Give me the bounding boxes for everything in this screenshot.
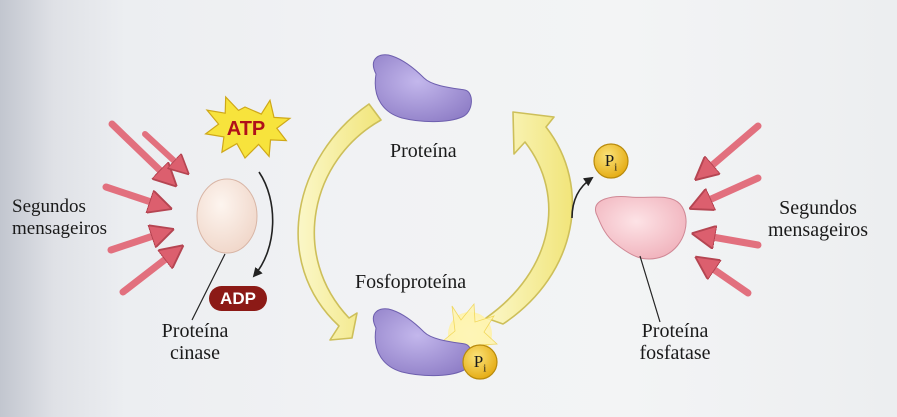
protein-shape [373,55,471,122]
second-messenger-arrow [703,262,748,293]
phosphate-symbol: P [605,151,614,170]
adp-label: ADP [209,286,267,311]
label-line: Segundos [12,196,107,218]
second-messenger-arrow [698,178,758,205]
second-messenger-arrow [701,235,758,245]
label-line: Proteína [140,320,250,342]
protein-kinase-label: Proteína cinase [140,320,250,364]
second-messenger-arrow [106,187,163,206]
second-messengers-left-label: Segundos mensageiros [12,196,107,240]
phosphatase-leader [640,256,660,322]
phosphate-symbol: P [474,352,483,371]
protein-label: Proteína [390,140,457,162]
atp-label: ATP [218,117,274,141]
second-messenger-arrow [123,251,176,292]
second-messenger-arrows-right [698,126,758,293]
phosphoprotein-label: Fosfoproteína [355,271,466,293]
phosphorylation-arrow [298,104,381,340]
second-messengers-right-label: Segundos mensageiros [768,197,868,241]
label-line: Proteína [620,320,730,342]
pi-release-arrow [572,178,592,218]
phosphate-bound-label: Pi [463,350,497,380]
label-line: mensageiros [768,219,868,241]
phosphate-free-label: Pi [594,149,628,179]
label-line: mensageiros [12,218,107,240]
label-line: Segundos [768,197,868,219]
protein-phosphatase-label: Proteína fosfatase [620,320,730,364]
label-line: cinase [140,342,250,364]
second-messenger-arrows-left [106,124,183,292]
dephosphorylation-arrow [486,112,572,324]
phosphate-subscript: i [483,362,486,374]
second-messenger-arrow [111,232,165,250]
kinase-shape [197,179,257,253]
phosphatase-shape [595,197,686,260]
label-line: fosfatase [620,342,730,364]
second-messenger-arrow [702,126,758,174]
phosphate-subscript: i [614,161,617,173]
